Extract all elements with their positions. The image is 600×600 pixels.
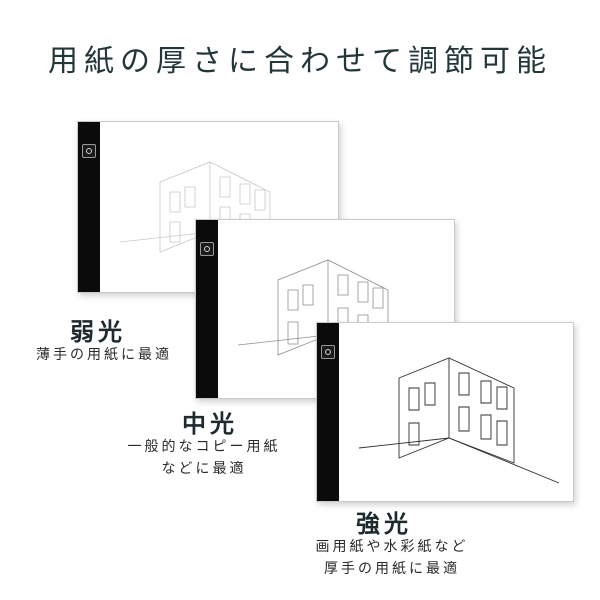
power-icon — [200, 242, 214, 256]
pad-bar — [78, 122, 100, 292]
medium-heading: 中光 — [182, 410, 238, 438]
pad-bar — [317, 323, 339, 501]
weak-heading: 弱光 — [70, 318, 126, 346]
strong-desc-line: 厚手の用紙に最適 — [324, 561, 460, 577]
strong-desc-line: 画用紙や水彩紙など — [315, 539, 469, 555]
light-pad-strong — [316, 322, 574, 502]
pad-bar — [196, 220, 218, 398]
weak-desc-line: 薄手の用紙に最適 — [36, 347, 172, 363]
weak-desc: 薄手の用紙に最適 — [14, 344, 194, 366]
medium-desc: 一般的なコピー用紙 などに最適 — [104, 436, 304, 480]
medium-desc-line: 一般的なコピー用紙 — [127, 439, 281, 455]
strong-heading: 強光 — [356, 510, 412, 538]
building-sketch — [358, 357, 560, 484]
strong-desc: 画用紙や水彩紙など 厚手の用紙に最適 — [282, 536, 502, 580]
medium-desc-line: などに最適 — [161, 461, 247, 477]
page-title: 用紙の厚さに合わせて調節可能 — [48, 44, 552, 79]
power-icon — [82, 144, 96, 158]
power-icon — [321, 345, 335, 359]
